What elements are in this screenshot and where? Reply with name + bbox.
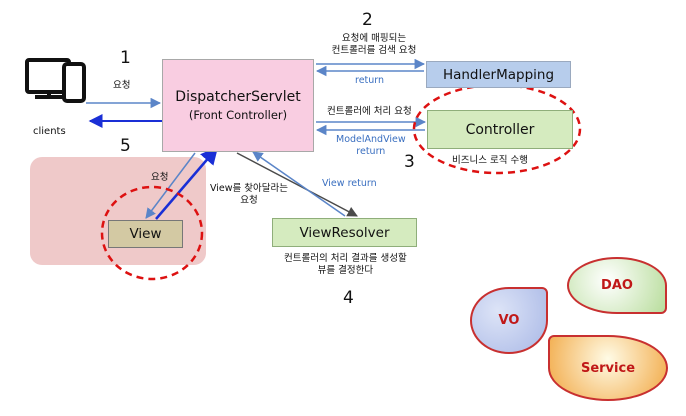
step-4-return: View return — [322, 178, 377, 189]
dispatcher-subtitle: (Front Controller) — [188, 108, 288, 122]
view-resolver-note: 컨트롤러의 처리 결과를 생성할 뷰를 결정한다 — [284, 253, 407, 277]
arrow-view-return — [155, 146, 219, 220]
arrow-viewresolver-return — [252, 151, 346, 217]
step-4-number: 4 — [343, 288, 354, 308]
dispatcher-servlet-node: DispatcherServlet (Front Controller) — [162, 59, 314, 152]
step-3-label: 컨트롤러에 처리 요청 — [327, 106, 412, 117]
step-5-label: 요청 — [151, 172, 169, 183]
step-2-label-line1: 요청에 매핑되는 — [341, 33, 407, 44]
step-2-label-line2: 컨트롤러를 검색 요청 — [331, 45, 417, 56]
step-2-return: return — [355, 75, 385, 86]
controller-note: 비즈니스 로직 수행 — [452, 155, 528, 166]
step-1-number: 1 — [120, 48, 131, 68]
step-3-return-line1: ModelAndView — [336, 134, 406, 145]
view-resolver-note-line1: 컨트롤러의 처리 결과를 생성할 — [284, 253, 407, 264]
service-label: Service — [580, 360, 636, 376]
step-3-number: 3 — [404, 152, 415, 172]
clients-label: clients — [33, 126, 66, 137]
step-4-request-line2: 요청 — [240, 195, 258, 206]
controller-node: Controller — [427, 110, 573, 149]
vo-label: VO — [498, 313, 520, 328]
clients-icon — [25, 58, 86, 103]
step-2-number: 2 — [362, 10, 373, 30]
dao-label: DAO — [601, 278, 633, 293]
dispatcher-title: DispatcherServlet — [175, 89, 301, 105]
step-1-label: 요청 — [113, 80, 131, 91]
arrow-view-request — [145, 152, 196, 219]
view-resolver-node: ViewResolver — [272, 218, 417, 247]
dao-shape: DAO — [567, 257, 667, 314]
view-resolver-note-line2: 뷰를 결정한다 — [317, 265, 374, 276]
step-5-number: 5 — [120, 136, 131, 156]
view-highlight — [100, 185, 204, 281]
vo-shape: VO — [470, 287, 548, 354]
service-shape: Service — [548, 335, 668, 401]
step-3-return: ModelAndView return — [336, 134, 406, 158]
step-4-request-label: View를 찾아달라는 요청 — [210, 183, 288, 207]
arrow-viewresolver-request — [236, 152, 358, 217]
step-2-label: 요청에 매핑되는 컨트롤러를 검색 요청 — [326, 33, 422, 57]
step-4-request-line1: View를 찾아달라는 — [210, 183, 289, 194]
view-node: View — [108, 220, 183, 248]
handler-mapping-node: HandlerMapping — [426, 61, 571, 88]
step-3-return-line2: return — [356, 146, 386, 157]
